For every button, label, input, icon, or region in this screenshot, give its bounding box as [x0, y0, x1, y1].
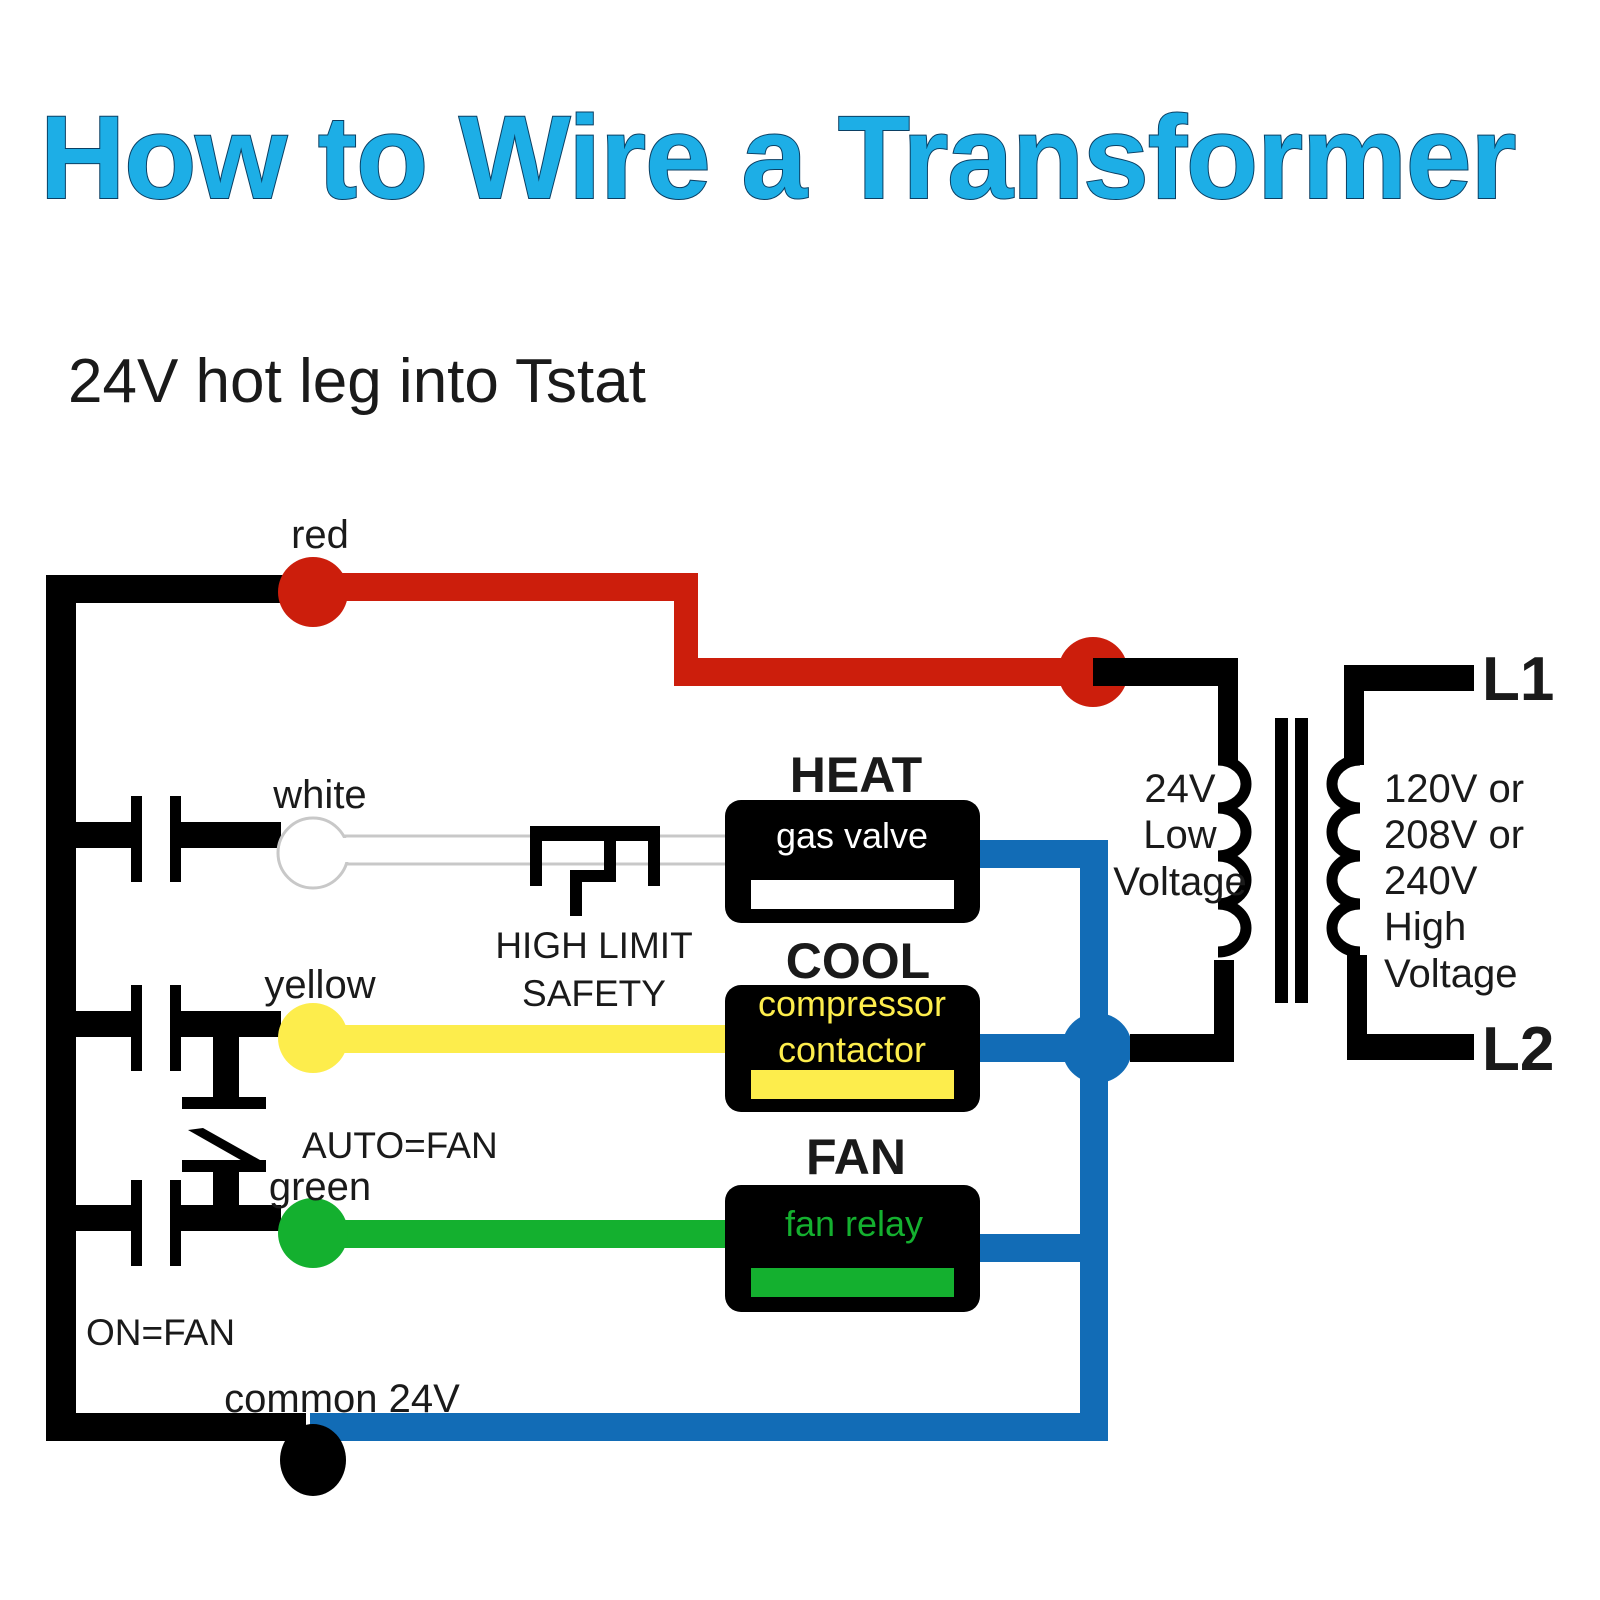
high-voltage-120: 120V or	[1384, 767, 1524, 811]
green-terminal[interactable]	[278, 1198, 348, 1268]
high-limit-label: HIGH LIMIT	[495, 925, 692, 966]
fan-on-switch[interactable]	[76, 1180, 281, 1266]
low-voltage-voltage: Voltage	[1113, 860, 1246, 904]
contactor-indicator	[751, 1070, 954, 1099]
heat-switch[interactable]	[76, 796, 281, 882]
load-cool: COOL compressor contactor	[725, 933, 980, 1112]
common-junction	[1062, 1013, 1132, 1083]
transformer	[1093, 658, 1474, 1062]
r-bus-top	[46, 575, 310, 603]
on-fan-label: ON=FAN	[86, 1312, 235, 1353]
compressor-label: compressor	[758, 983, 946, 1024]
cool-switch[interactable]	[76, 985, 281, 1071]
green-wire-label: green	[269, 1165, 371, 1209]
low-voltage-low: Low	[1143, 813, 1216, 857]
secondary-coil	[1217, 754, 1252, 958]
gas-valve-indicator	[751, 880, 954, 909]
yellow-terminal[interactable]	[278, 1003, 348, 1073]
secondary-leads	[1093, 658, 1238, 1062]
common-terminal[interactable]	[280, 1424, 346, 1496]
core-bar-left	[1275, 718, 1288, 1003]
fan-header: FAN	[806, 1129, 906, 1185]
bus-bottom	[46, 1413, 306, 1441]
yellow-wire	[310, 1025, 730, 1053]
primary-coil	[1326, 754, 1361, 958]
red-wire	[310, 573, 1094, 686]
auto-fan-label: AUTO=FAN	[302, 1125, 498, 1166]
primary-leads	[1344, 665, 1474, 1060]
auto-fan-switch[interactable]	[182, 1037, 266, 1208]
cool-header: COOL	[786, 933, 930, 989]
red-terminal[interactable]	[278, 557, 348, 627]
high-voltage-240: 240V	[1384, 859, 1478, 903]
subtitle: 24V hot leg into Tstat	[68, 347, 646, 416]
high-voltage-voltage: Voltage	[1384, 952, 1517, 996]
page-title: How to Wire a Transformer	[40, 92, 1516, 224]
load-fan: FAN fan relay	[725, 1129, 980, 1312]
red-wire-label: red	[291, 513, 349, 557]
yellow-wire-label: yellow	[264, 963, 375, 1007]
load-heat: HEAT gas valve	[725, 747, 980, 923]
gas-valve-label: gas valve	[776, 815, 928, 856]
high-voltage-208: 208V or	[1384, 813, 1524, 857]
l2-label: L2	[1482, 1015, 1554, 1084]
core-bar-right	[1295, 718, 1308, 1003]
white-wire-label: white	[272, 773, 366, 817]
thermostat-frame	[46, 575, 310, 1441]
low-voltage-24v: 24V	[1144, 767, 1215, 811]
l1-label: L1	[1482, 645, 1554, 714]
high-limit-safety-icon	[530, 826, 660, 916]
high-voltage-high: High	[1384, 905, 1466, 949]
fan-relay-indicator	[751, 1268, 954, 1297]
white-wire	[276, 816, 732, 890]
fan-relay-label: fan relay	[785, 1203, 923, 1244]
common-wire-label: common 24V	[224, 1377, 460, 1421]
heat-header: HEAT	[790, 747, 922, 803]
safety-label: SAFETY	[522, 973, 666, 1014]
r-bus-vertical	[46, 575, 76, 1441]
contactor-label: contactor	[778, 1029, 926, 1070]
common-wire	[310, 840, 1108, 1441]
green-wire	[310, 1220, 730, 1248]
